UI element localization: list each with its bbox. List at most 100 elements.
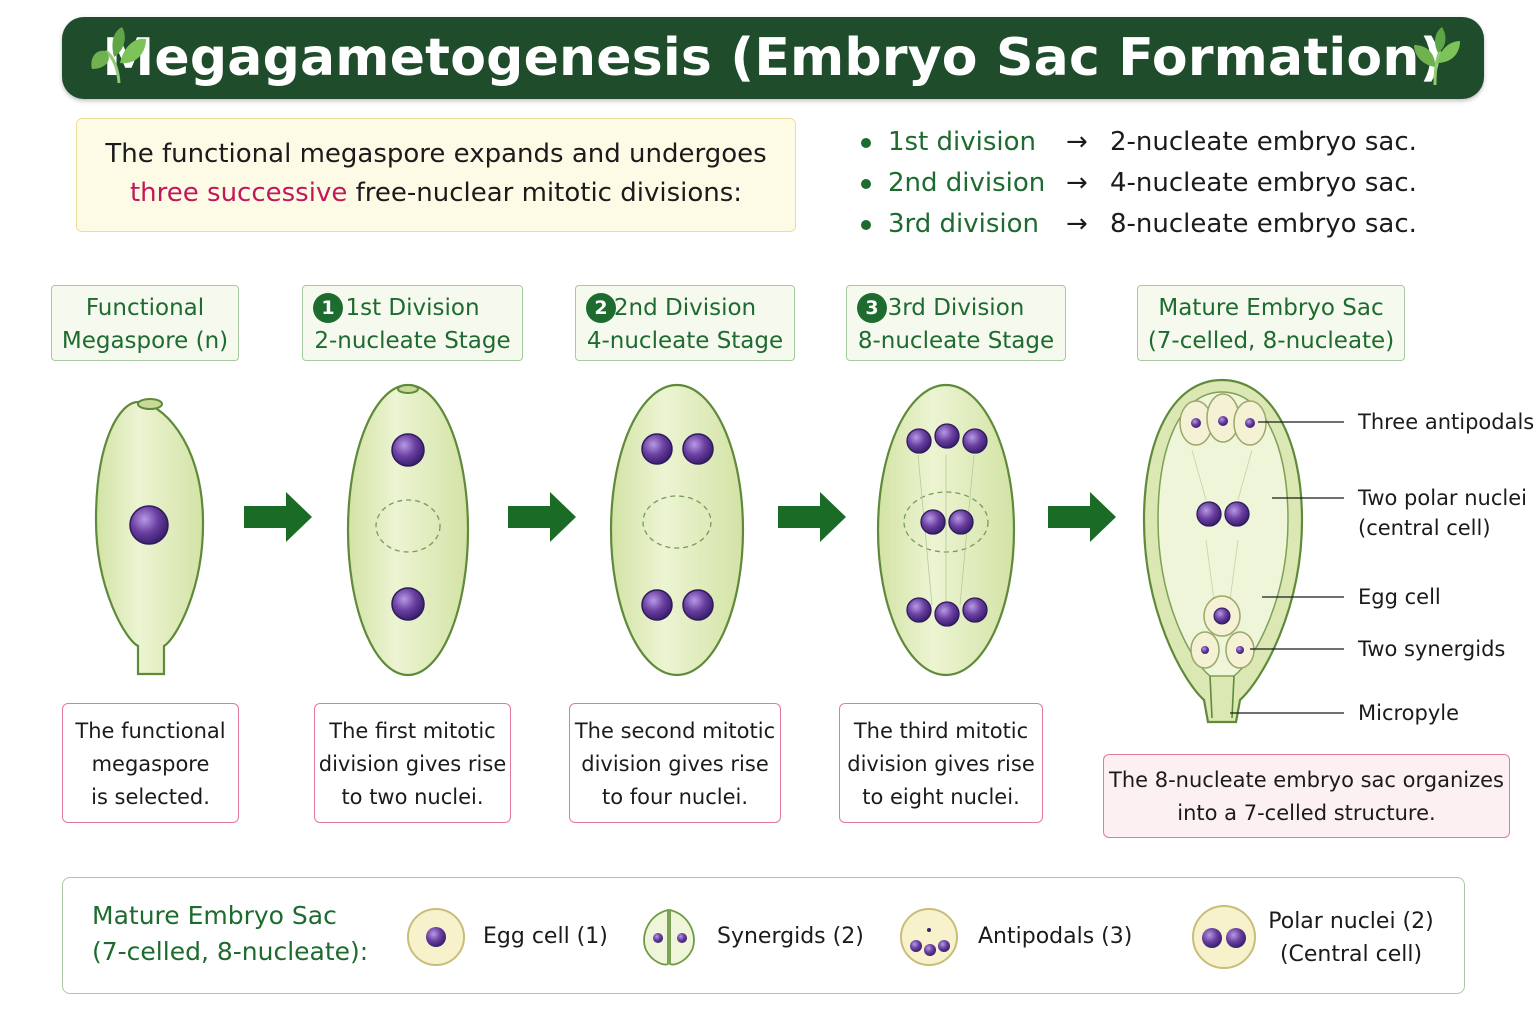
label-central-cell: (central cell): [1358, 516, 1491, 540]
intro-line-1: The functional megaspore expands and und…: [105, 139, 767, 169]
caption-line: is selected.: [91, 785, 210, 809]
stage-subtitle: 8-nucleate Stage: [857, 328, 1055, 354]
stage-title: Mature Embryo Sac: [1158, 295, 1384, 321]
leaf-icon: [91, 27, 146, 84]
stage-subtitle: (7-celled, 8-nucleate): [1147, 328, 1395, 354]
caption-line: The functional: [75, 719, 226, 743]
nucleus: [391, 587, 425, 621]
caption-3rd-division: The third mitotic division gives rise to…: [839, 703, 1043, 823]
caption-line: division gives rise: [318, 752, 507, 776]
label-synergids: Two synergids: [1358, 637, 1506, 661]
caption-line: The third mitotic: [853, 719, 1029, 743]
stage-header-1st-division: 1 1st Division 2-nucleate Stage: [302, 285, 523, 361]
nucleus: [641, 589, 673, 621]
nucleus: [948, 509, 974, 535]
legend-synergids: Synergids (2): [717, 924, 864, 949]
polar-nuclei-icon: [1192, 905, 1256, 969]
caption-line: The 8-nucleate embryo sac organizes: [1109, 768, 1504, 792]
nucleus: [1218, 416, 1228, 426]
division-list: 1st division → 2-nucleate embryo sac. 2n…: [858, 122, 1478, 245]
division-item: 3rd division → 8-nucleate embryo sac.: [858, 204, 1478, 245]
caption-line: into a 7-celled structure.: [1177, 801, 1436, 825]
four-nucleate-cell: [609, 383, 745, 677]
division-result: 2-nucleate embryo sac.: [1110, 127, 1417, 157]
step-number-badge: 1: [313, 293, 343, 323]
bullet-dot: [861, 138, 871, 148]
legend-egg-cell: Egg cell (1): [483, 924, 608, 949]
caption-line: megaspore: [91, 752, 210, 776]
intro-highlight: three successive: [129, 178, 348, 208]
stage-header-2nd-division: 2 2nd Division 4-nucleate Stage: [575, 285, 795, 361]
stage-header-mature: Mature Embryo Sac (7-celled, 8-nucleate): [1137, 285, 1405, 361]
caption-line: The first mitotic: [329, 719, 496, 743]
division-result: 8-nucleate embryo sac.: [1110, 209, 1417, 239]
legend-title: Mature Embryo Sac (7-celled, 8-nucleate)…: [92, 898, 412, 970]
eight-nucleate-cell: [876, 383, 1016, 677]
legend-polar-label: Polar nuclei (2): [1268, 909, 1434, 934]
leaf-icon: [1414, 27, 1460, 86]
legend-polar-nuclei: Polar nuclei (2) (Central cell): [1266, 905, 1436, 971]
division-name: 3rd division: [888, 209, 1040, 239]
caption-line: to eight nuclei.: [862, 785, 1020, 809]
caption-megaspore: The functional megaspore is selected.: [62, 703, 239, 823]
division-name: 1st division: [888, 127, 1037, 157]
nucleus: [682, 433, 714, 465]
nucleus: [1201, 646, 1209, 654]
caption-line: division gives rise: [847, 752, 1035, 776]
legend-title-line: (7-celled, 8-nucleate):: [92, 937, 369, 966]
two-nucleate-cell: [346, 383, 470, 677]
stage-subtitle: 4-nucleate Stage: [586, 328, 784, 354]
arrow-right-icon: [1048, 492, 1116, 542]
stage-subtitle: Megaspore (n): [61, 328, 229, 354]
legend-antipodals: Antipodals (3): [978, 924, 1133, 949]
nucleus: [1236, 646, 1244, 654]
nucleus: [129, 505, 169, 545]
division-name: 2nd division: [888, 168, 1046, 198]
caption-mature: The 8-nucleate embryo sac organizes into…: [1103, 754, 1510, 838]
arrow-icon: →: [1066, 168, 1088, 198]
nucleus: [906, 597, 932, 623]
intro-box: The functional megaspore expands and und…: [76, 118, 796, 232]
nucleus: [682, 589, 714, 621]
arrow-icon: →: [1066, 127, 1088, 157]
caption-2nd-division: The second mitotic division gives rise t…: [569, 703, 781, 823]
stage-title: 1st Division: [345, 295, 480, 321]
bullet-dot: [861, 179, 871, 189]
division-item: 1st division → 2-nucleate embryo sac.: [858, 122, 1478, 163]
legend-icons: [407, 905, 1256, 969]
stage-header-3rd-division: 3 3rd Division 8-nucleate Stage: [846, 285, 1066, 361]
nucleus: [391, 433, 425, 467]
caption-line: The second mitotic: [574, 719, 776, 743]
stage-header-megaspore: Functional Megaspore (n): [51, 285, 239, 361]
synergids-icon: [643, 908, 695, 966]
antipodals-icon: [900, 908, 958, 966]
nucleus: [962, 428, 988, 454]
egg-cell-icon: [407, 908, 465, 966]
division-item: 2nd division → 4-nucleate embryo sac.: [858, 163, 1478, 204]
bullet-dot: [861, 220, 871, 230]
caption-line: division gives rise: [581, 752, 769, 776]
label-micropyle: Micropyle: [1358, 701, 1460, 725]
legend-central-cell-label: (Central cell): [1279, 942, 1423, 967]
caption-line: to two nuclei.: [341, 785, 484, 809]
intro-line-2-rest: free-nuclear mitotic divisions:: [347, 178, 743, 208]
stage-title: 3rd Division: [887, 295, 1025, 321]
arrow-icon: →: [1066, 209, 1088, 239]
title-banner: Megagametogenesis (Embryo Sac Formation): [62, 17, 1484, 99]
nucleus: [920, 509, 946, 535]
step-number-badge: 2: [586, 293, 616, 323]
intro-line-2: three successive free-nuclear mitotic di…: [77, 174, 795, 213]
caption-line: to four nuclei.: [601, 785, 749, 809]
nucleus: [934, 601, 960, 627]
nucleus: [1191, 418, 1201, 428]
page-title: Megagametogenesis (Embryo Sac Formation): [102, 28, 1444, 88]
nucleus: [934, 423, 960, 449]
legend-title-line: Mature Embryo Sac: [92, 901, 337, 930]
arrow-right-icon: [778, 492, 846, 542]
nucleus: [1245, 418, 1255, 428]
polar-nucleus: [1224, 501, 1250, 527]
arrow-right-icon: [508, 492, 576, 542]
nucleus: [641, 433, 673, 465]
mature-embryo-sac: [1142, 378, 1344, 724]
caption-1st-division: The first mitotic division gives rise to…: [314, 703, 511, 823]
